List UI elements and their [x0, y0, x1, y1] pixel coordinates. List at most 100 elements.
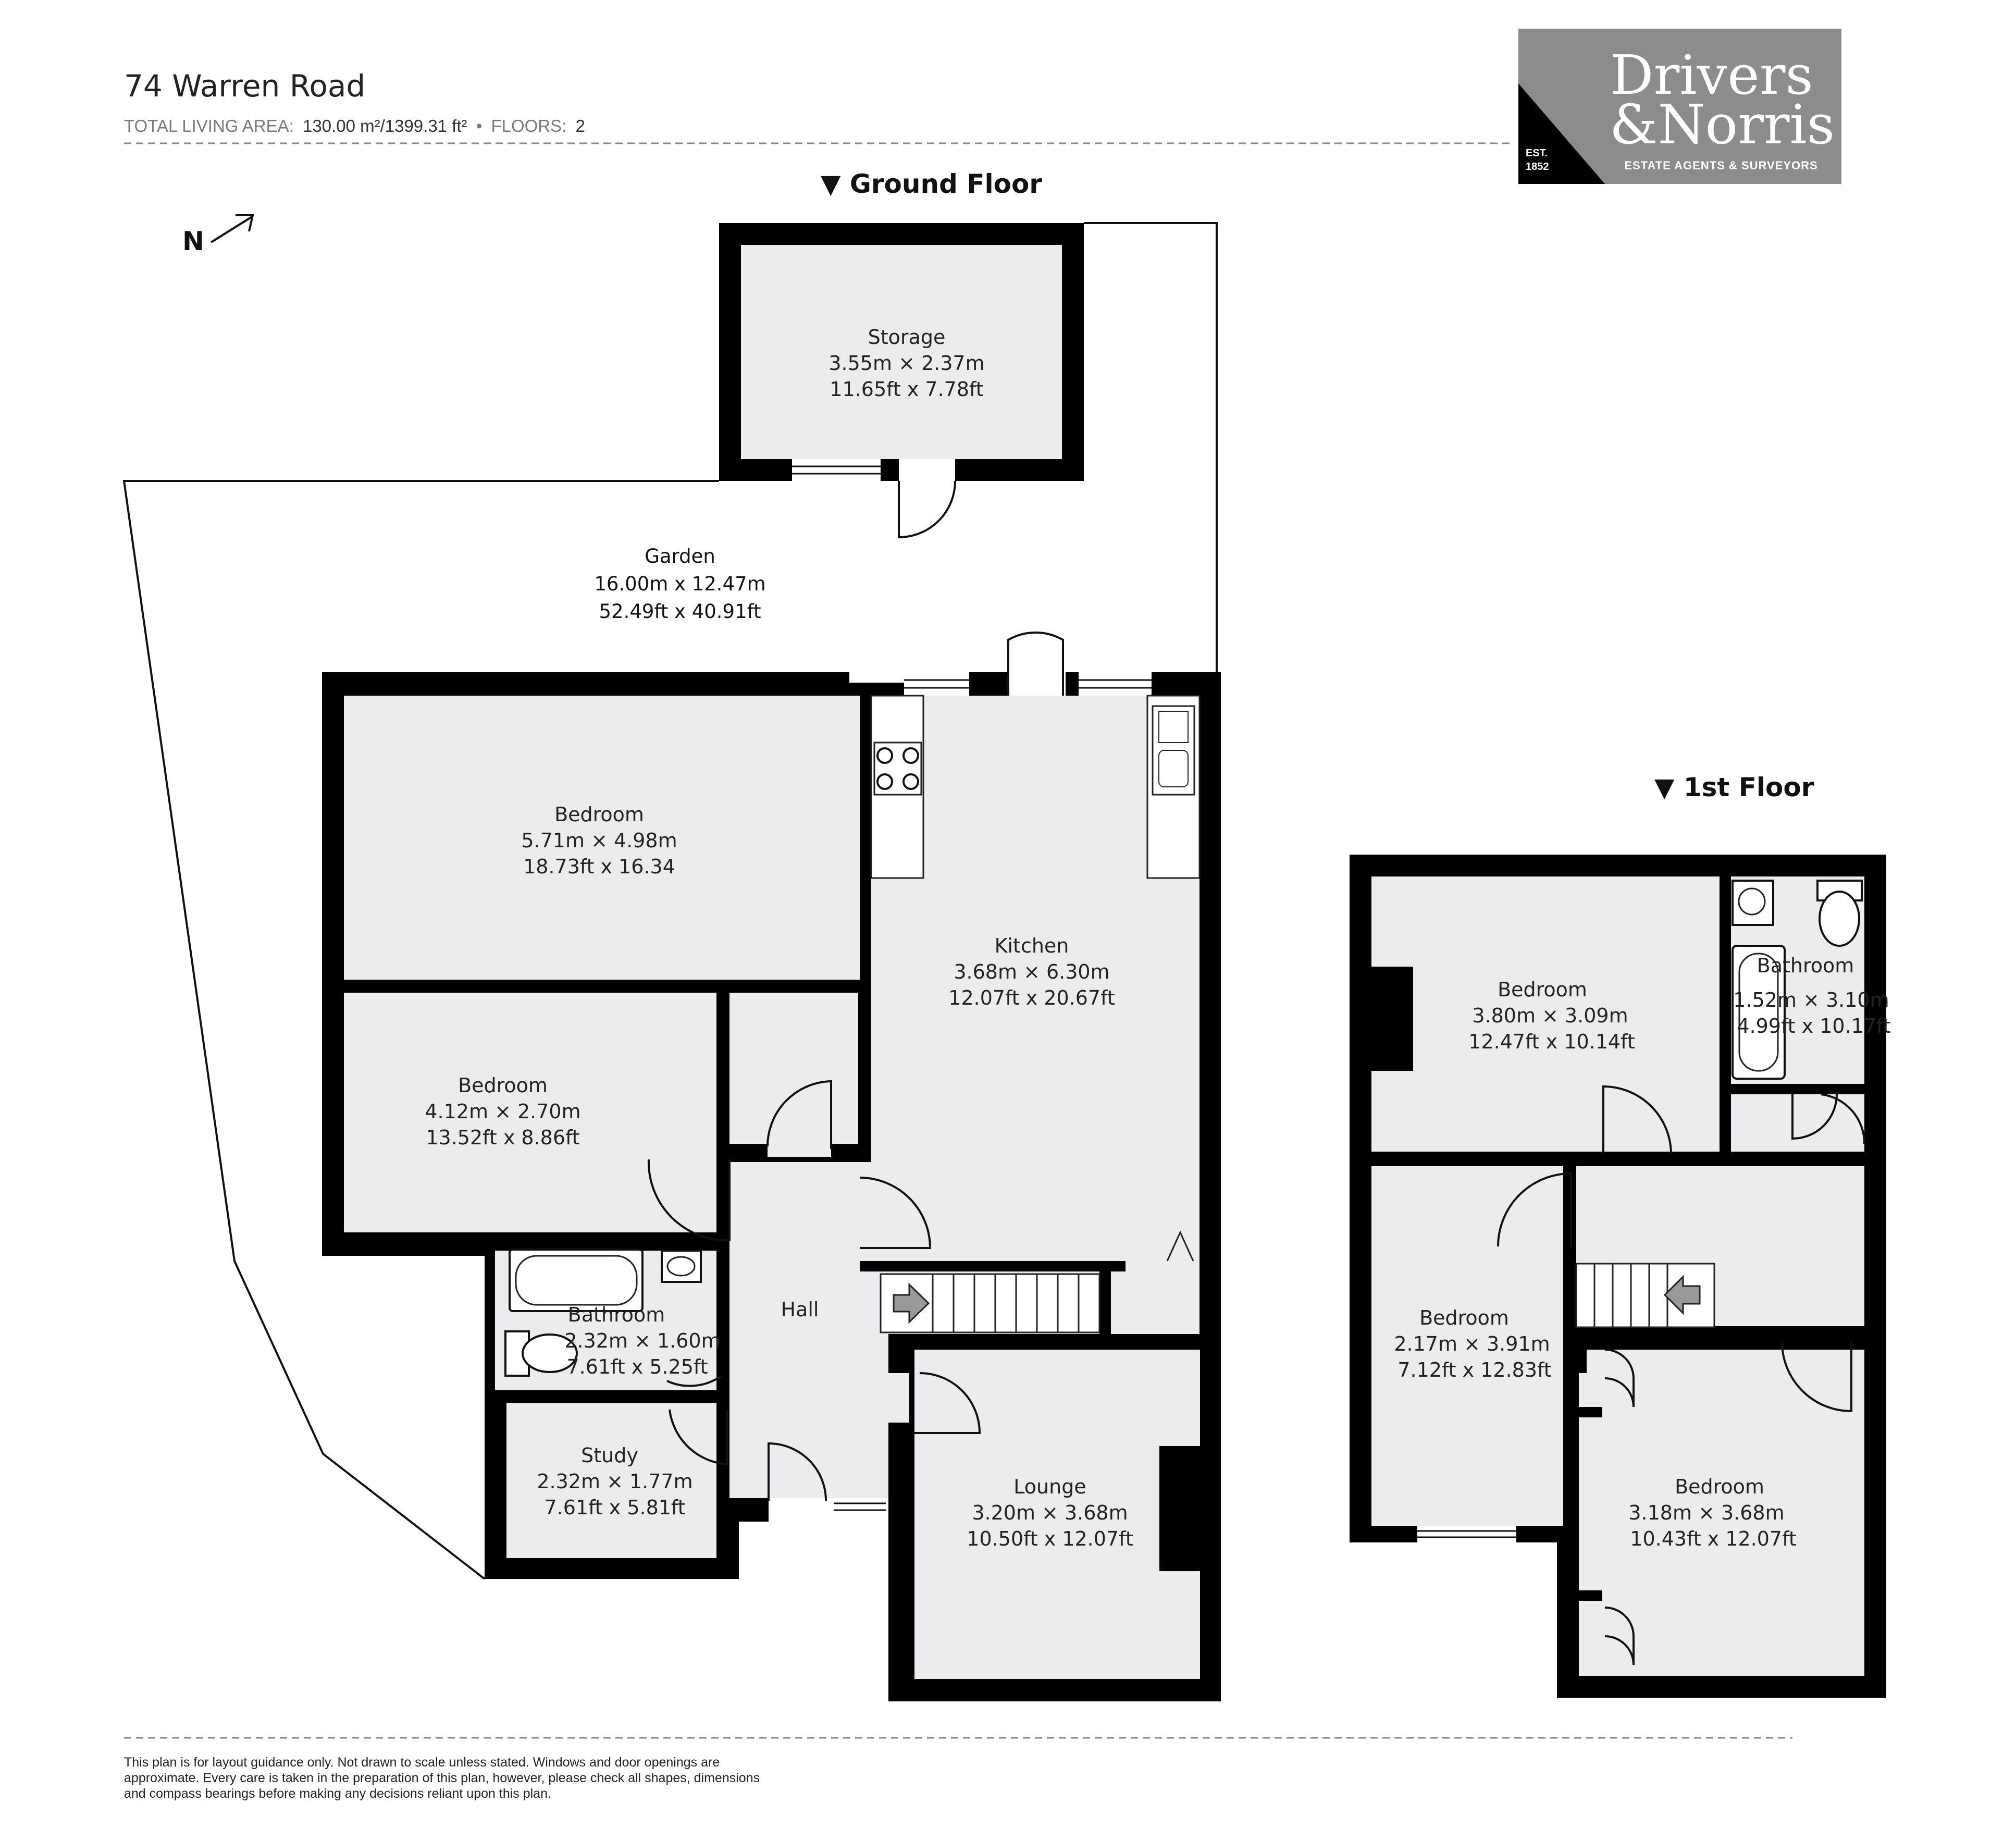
bedrooms-divider-wall: [344, 980, 722, 993]
first-wall-bed-c-north: [1576, 1326, 1865, 1342]
first-bathtub-icon: [1731, 945, 1786, 1080]
disclaimer-line-3: and compass bearings before making any d…: [124, 1786, 551, 1801]
bedroom-large-floor: [344, 696, 860, 980]
wardrobe-door-b: [1604, 1607, 1635, 1665]
storage-metric: 3.55m × 2.37m: [828, 352, 984, 375]
logo-est-year: 1852: [1526, 161, 1549, 172]
first-east-notch: [1864, 1094, 1886, 1167]
hall-name: Hall: [781, 1298, 819, 1321]
kitchen-window-gap-2: [1079, 672, 1152, 696]
hall-floor: [729, 1162, 909, 1498]
logo-line-drivers: Drivers: [1610, 43, 1813, 107]
bedroom-b-name: Bedroom: [1419, 1306, 1509, 1329]
first-bathroom-imperial: 4.99ft x 10.17ft: [1737, 1015, 1890, 1037]
lounge-imperial: 10.50ft x 12.07ft: [967, 1527, 1133, 1550]
study-floor: [506, 1403, 716, 1558]
ground-bathroom-fixtures: [504, 1249, 702, 1377]
ground-floor-heading: ▼ Ground Floor: [821, 169, 1042, 199]
landing-upper-floor: [1731, 1094, 1864, 1157]
first-floor-doors: [1497, 1085, 1866, 1665]
bedroom-small-label: Bedroom 4.12m × 2.70m 13.52ft x 8.86ft: [425, 1074, 580, 1149]
bathroom-door: [666, 1375, 723, 1387]
hall-south-wall-a: [729, 1498, 769, 1522]
bath-east-wall: [716, 1240, 729, 1392]
bed-c-door: [1781, 1341, 1852, 1413]
study-metric: 2.32m × 1.77m: [537, 1470, 692, 1493]
front-door-gap: [769, 1498, 828, 1522]
stair-end-wall: [1099, 1261, 1111, 1337]
hall-north-wall-a: [716, 1144, 768, 1157]
bedroom-c-name: Bedroom: [1675, 1475, 1764, 1498]
storage-window-gap: [792, 459, 881, 481]
lounge-name: Lounge: [1013, 1475, 1086, 1498]
logo-est-label: EST.: [1526, 147, 1548, 159]
first-wall-bed-a-east: [1720, 876, 1731, 1162]
compass-label: N: [182, 226, 204, 256]
stair-break-line-icon: [1166, 1230, 1194, 1262]
first-bathroom-name: Bathroom: [1757, 954, 1854, 977]
lounge-door: [914, 1372, 981, 1434]
bedroom-large-name: Bedroom: [554, 803, 644, 826]
bathroom-name: Bathroom: [568, 1303, 665, 1326]
study-east-wall: [716, 1459, 729, 1506]
bath-study-wall: [495, 1390, 716, 1403]
garden-boundary-left: [122, 480, 719, 1580]
first-wall-bed-b-east: [1563, 1166, 1576, 1531]
ground-stairs: [880, 1230, 1194, 1333]
bathroom-label: Bathroom 2.32m × 1.60m 7.61ft x 5.25ft: [564, 1303, 720, 1378]
bedroom-a-name: Bedroom: [1498, 978, 1587, 1001]
north-compass: N: [182, 214, 254, 256]
compass-arrowhead-icon: [236, 214, 254, 232]
hob-icon: [873, 742, 922, 796]
bathtub-icon: [509, 1249, 644, 1312]
hall-north-wall-b: [831, 1144, 860, 1157]
study-label: Study 2.32m × 1.77m 7.61ft x 5.81ft: [537, 1444, 692, 1519]
bedroom-small-imperial: 13.52ft x 8.86ft: [426, 1126, 579, 1149]
lounge-floor: [914, 1350, 1200, 1679]
drivers-norris-logo: Drivers &Norris ESTATE AGENTS & SURVEYOR…: [1518, 29, 1841, 184]
toilet-icon: [522, 1333, 578, 1373]
first-bathroom-label: Bathroom 1.52m × 3.10m 4.99ft x 10.17ft: [1733, 954, 1890, 1037]
storage-door: [898, 480, 956, 539]
disclaimer-line-1: This plan is for layout guidance only. N…: [124, 1755, 720, 1770]
storage-label: Storage 3.55m × 2.37m 11.65ft x 7.78ft: [828, 326, 984, 401]
kitchen-back-door-gap: [1008, 672, 1066, 696]
garden-boundary-right: [1084, 222, 1218, 675]
bedroom-large-door: [766, 1080, 832, 1149]
lounge-label: Lounge 3.20m × 3.68m 10.50ft x 12.07ft: [967, 1475, 1133, 1550]
kitchen-fixtures: [870, 695, 1201, 879]
bedroom-large-metric: 5.71m × 4.98m: [521, 829, 677, 852]
bed-b-window-gap: [1417, 1526, 1516, 1542]
bathroom-first-door: [1821, 1093, 1866, 1144]
first-wall-bed-a-south-a: [1371, 1152, 1603, 1166]
logo-line-norris: &Norris: [1610, 93, 1835, 156]
bed-a-door: [1602, 1085, 1672, 1155]
lounge-door-jamb: [888, 1334, 914, 1373]
kitchen-metric: 3.68m × 6.30m: [954, 960, 1109, 983]
bedroom-c-label: Bedroom 3.18m × 3.68m 10.43ft x 12.07ft: [1628, 1475, 1796, 1550]
first-stair-direction-arrow-icon: [1663, 1275, 1701, 1315]
kitchen-imperial: 12.07ft x 20.67ft: [948, 986, 1115, 1009]
lounge-metric: 3.20m × 3.68m: [972, 1501, 1128, 1524]
bedroom-c-imperial: 10.43ft x 12.07ft: [1630, 1527, 1796, 1550]
ground-interior-doors: [647, 1080, 981, 1466]
garden-boundary: [122, 222, 1218, 1580]
first-bathroom-fixtures: [1731, 880, 1863, 1080]
bedroom-small-east-wall: [716, 980, 729, 1157]
logo-corner-ribbon: [1518, 83, 1605, 184]
first-floor-heading: ▼ 1st Floor: [1654, 772, 1814, 802]
disclaimer: This plan is for layout guidance only. N…: [124, 1755, 760, 1801]
bed-b-door: [1497, 1172, 1572, 1247]
kitchen-window-gap-1: [904, 672, 969, 696]
floors-value: 2: [575, 116, 585, 135]
first-wall-bed-a-south-b: [1675, 1152, 1864, 1166]
bedroom-a-metric: 3.80m × 3.09m: [1472, 1004, 1628, 1027]
bedroom-c-metric: 3.18m × 3.68m: [1628, 1501, 1784, 1524]
kitchen-back-door: [1007, 632, 1064, 696]
storage-imperial: 11.65ft x 7.78ft: [830, 378, 983, 401]
wardrobe-wall-a: [1576, 1407, 1602, 1417]
bedroom-small-name: Bedroom: [458, 1074, 548, 1097]
lounge-west-wall: [888, 1423, 914, 1501]
stair-top-wall: [860, 1261, 1126, 1271]
